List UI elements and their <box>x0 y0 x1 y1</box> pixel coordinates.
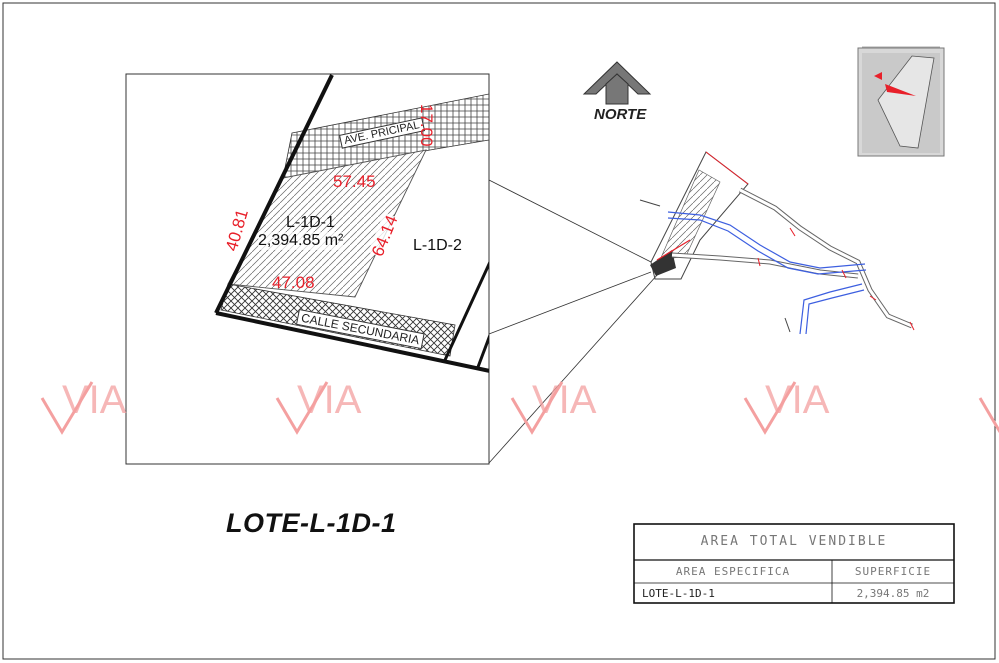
adjacent-lot-label: L-1D-2 <box>413 237 462 254</box>
dimension-south: 47.08 <box>272 273 315 292</box>
dimension-street: 17.00 <box>417 104 436 147</box>
callout-leaders <box>488 179 659 464</box>
area-table-col-surface: SUPERFICIE <box>854 565 932 578</box>
lot-name-label: L-1D-1 <box>286 214 335 231</box>
lot-area-label: 2,394.85 m² <box>258 232 344 250</box>
west-boundary <box>214 74 334 314</box>
north-arrow-icon <box>582 61 652 105</box>
watermark <box>40 381 999 435</box>
site-overview-map <box>639 151 915 335</box>
area-table-col-area: AREA ESPECIFICA <box>675 565 791 578</box>
dimension-north: 57.45 <box>333 172 376 191</box>
area-table-title: AREA TOTAL VENDIBLE <box>700 534 888 549</box>
east-boundary-b <box>476 334 489 368</box>
watermark-text-2: VIA <box>297 378 362 422</box>
area-table-row-lot: LOTE-L-1D-1 <box>642 587 715 600</box>
north-label: NORTE <box>594 106 647 123</box>
east-boundary-a <box>443 261 489 361</box>
south-boundary <box>215 311 489 373</box>
location-key-map <box>857 46 945 157</box>
area-table-row-surface: 2,394.85 m2 <box>856 587 930 600</box>
watermark-text-4: VIA <box>765 378 830 422</box>
lot-title: LOTE-L-1D-1 <box>226 508 397 538</box>
area-table <box>633 523 955 604</box>
watermark-text-3: VIA <box>532 378 597 422</box>
watermark-text-1: VIA <box>62 378 127 422</box>
